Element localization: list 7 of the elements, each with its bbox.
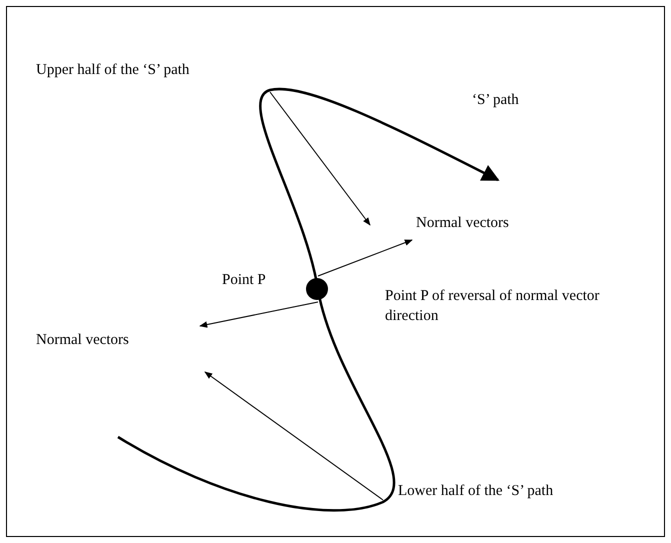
path-label: Upper half of the ‘S’ path [36,61,190,80]
point-label: Point P [222,271,266,290]
path-label: ‘S’ path [472,91,519,110]
path-label: Lower half of the ‘S’ path [398,482,554,501]
vector-label: Normal vectors [36,331,129,350]
vector-label: Normal vectors [416,214,509,233]
point-description: Point P of reversal of normal vector direction [385,287,600,326]
